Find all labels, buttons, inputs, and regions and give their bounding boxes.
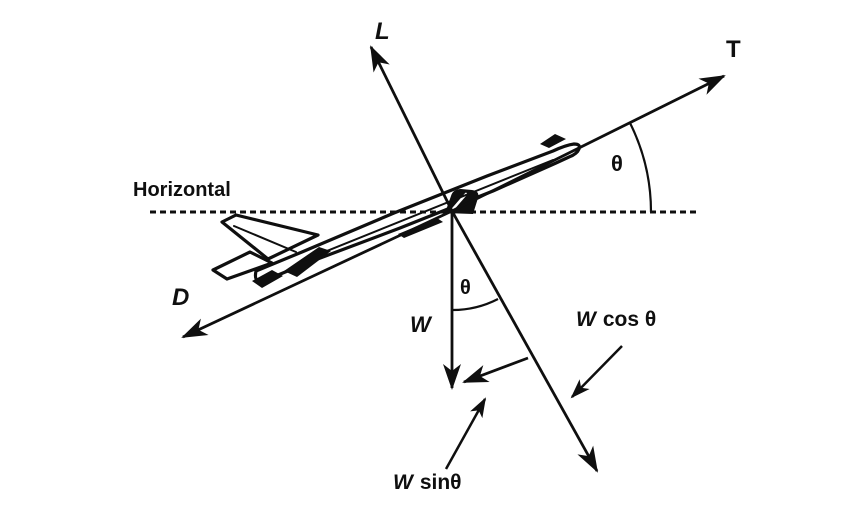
weight-label: W <box>410 312 431 337</box>
w-sin-component-arrow <box>462 356 529 384</box>
drag-vector <box>181 209 453 339</box>
airplane-tail-fin <box>220 213 320 261</box>
w-sin-theta-term: sinθ <box>419 471 462 494</box>
airplane-tailcone-accent <box>252 270 283 288</box>
thrust-vector <box>451 74 726 213</box>
airplane-stabilizer <box>211 250 274 281</box>
w-sin-theta-w: W <box>393 471 413 494</box>
climb-angle-arc <box>629 122 653 213</box>
lift-label: L <box>375 18 390 45</box>
perpendicular-extension-line <box>450 210 599 473</box>
w-cos-theta-term: cos θ <box>602 308 657 331</box>
airplane-cockpit-window <box>540 134 566 148</box>
w-sin-annotation-arrow <box>444 397 487 470</box>
horizontal-label: Horizontal <box>133 179 231 201</box>
lift-vector <box>369 45 454 212</box>
airplane-engine <box>398 218 443 238</box>
w-cos-annotation-arrow <box>570 345 623 399</box>
weight-angle-arc <box>451 298 499 312</box>
airplane-belly-line <box>301 159 554 262</box>
airplane-fin-inner-line <box>233 225 297 253</box>
weight-angle-theta-label: θ <box>460 277 471 299</box>
w-cos-theta-w: W <box>576 308 596 331</box>
vector-lines <box>150 45 726 473</box>
thrust-label: T <box>726 36 741 63</box>
climb-angle-theta-label: θ <box>611 151 623 176</box>
drag-label: D <box>172 284 190 311</box>
